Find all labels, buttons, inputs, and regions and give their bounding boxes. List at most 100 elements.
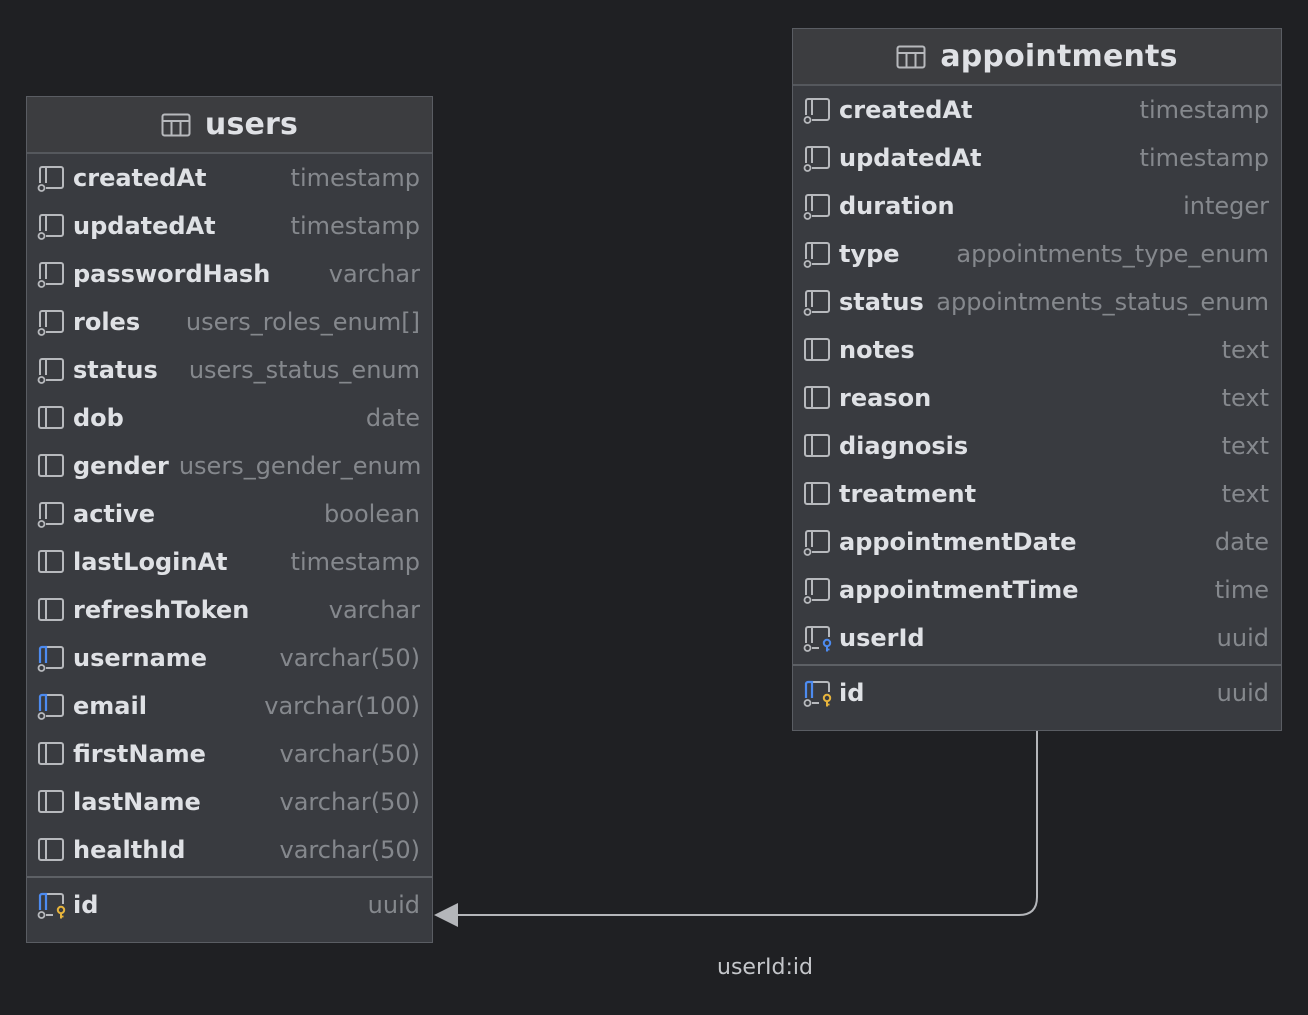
column-type: text [1221, 384, 1269, 412]
unique-column-icon [37, 692, 67, 720]
not-null-column-icon [803, 528, 833, 556]
not-null-column-icon [37, 308, 67, 336]
not-null-column-icon [37, 356, 67, 384]
column-row-username[interactable]: username varchar(50) [27, 634, 432, 682]
column-name: active [73, 500, 156, 528]
column-icon [803, 432, 833, 460]
column-icon [803, 480, 833, 508]
column-type: varchar(50) [279, 788, 421, 816]
column-type: text [1221, 432, 1269, 460]
table-header[interactable]: users [27, 97, 432, 154]
column-name: status [73, 356, 158, 384]
column-type: text [1221, 480, 1269, 508]
column-type: varchar(50) [279, 644, 421, 672]
column-name: email [73, 692, 147, 720]
column-row-email[interactable]: email varchar(100) [27, 682, 432, 730]
column-type: timestamp [1139, 144, 1269, 172]
not-null-column-icon [803, 192, 833, 220]
column-type: uuid [1216, 679, 1269, 707]
column-type: timestamp [290, 212, 420, 240]
column-row-status[interactable]: status users_status_enum [27, 346, 432, 394]
column-type: timestamp [290, 164, 420, 192]
column-name: type [839, 240, 900, 268]
column-name: notes [839, 336, 915, 364]
column-type: users_status_enum [188, 356, 420, 384]
table-icon [896, 45, 926, 69]
column-name: reason [839, 384, 932, 412]
column-type: users_roles_enum[] [185, 308, 420, 336]
not-null-column-icon [803, 144, 833, 172]
column-type: uuid [367, 891, 420, 919]
column-row-updatedAt[interactable]: updatedAt timestamp [793, 134, 1281, 182]
column-name: username [73, 644, 208, 672]
column-row-reason[interactable]: reason text [793, 374, 1281, 422]
column-row-active[interactable]: active boolean [27, 490, 432, 538]
not-null-column-icon [37, 164, 67, 192]
table-icon [161, 113, 191, 137]
column-type: time [1214, 576, 1269, 604]
column-type: varchar(50) [279, 740, 421, 768]
not-null-column-icon [37, 500, 67, 528]
column-name: duration [839, 192, 955, 220]
column-row-type[interactable]: type appointments_type_enum [793, 230, 1281, 278]
column-type: appointments_type_enum [956, 240, 1269, 268]
column-name: refreshToken [73, 596, 250, 624]
table-header[interactable]: appointments [793, 29, 1281, 86]
column-icon [37, 548, 67, 576]
column-type: uuid [1216, 624, 1269, 652]
not-null-column-icon [803, 240, 833, 268]
table-title: appointments [940, 39, 1178, 74]
table-title: users [204, 107, 299, 142]
column-type: boolean [324, 500, 420, 528]
column-name: healthId [73, 836, 186, 864]
column-row-gender[interactable]: gender users_gender_enum [27, 442, 432, 490]
column-name: gender [73, 452, 169, 480]
column-icon [803, 336, 833, 364]
column-type: varchar(100) [264, 692, 420, 720]
column-icon [37, 788, 67, 816]
arrowhead-icon [434, 903, 458, 927]
not-null-column-icon [37, 260, 67, 288]
foreign-key-column-icon [803, 624, 833, 652]
relation-line[interactable] [458, 731, 1038, 916]
column-type: users_gender_enum [178, 452, 422, 480]
column-row-lastName[interactable]: lastName varchar(50) [27, 778, 432, 826]
column-icon [803, 384, 833, 412]
primary-key-divider [793, 664, 1281, 666]
column-name: lastName [73, 788, 201, 816]
column-icon [37, 404, 67, 432]
column-name: status [839, 288, 924, 316]
column-name: createdAt [73, 164, 207, 192]
column-type: timestamp [290, 548, 420, 576]
column-icon [37, 596, 67, 624]
column-name: passwordHash [73, 260, 271, 288]
column-name: updatedAt [839, 144, 982, 172]
not-null-column-icon [803, 288, 833, 316]
column-row-createdAt[interactable]: createdAt timestamp [27, 154, 432, 202]
column-name: dob [73, 404, 124, 432]
column-name: appointmentDate [839, 528, 1077, 556]
